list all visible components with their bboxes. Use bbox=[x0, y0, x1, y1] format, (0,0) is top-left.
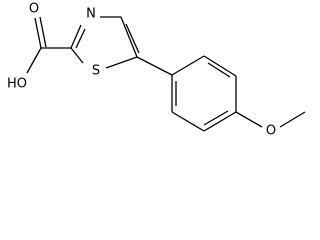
benzene-ring bbox=[171, 55, 237, 132]
atom-label-carbonyl-oxygen: O bbox=[29, 2, 39, 17]
bond-c2-n3 bbox=[70, 24, 82, 49]
carboxylic-acid-group bbox=[26, 16, 71, 74]
bond-c4-c5-inner bbox=[125, 23, 140, 54]
bond-c4-c5 bbox=[120, 16, 138, 58]
bond-carboxyl-c-o-double-inner bbox=[39, 16, 47, 48]
bond-carboxyl-c-oh bbox=[26, 47, 42, 74]
atom-label-hydroxyl: HO bbox=[7, 77, 27, 92]
bond-thiazole-phenyl bbox=[136, 56, 173, 76]
thiazole-ring bbox=[70, 16, 140, 69]
atom-label-nitrogen: N bbox=[86, 7, 96, 22]
bond-c5-s1 bbox=[105, 56, 138, 69]
bond-s1-c2 bbox=[70, 47, 84, 64]
chemical-structure-diagram: N S HO O O bbox=[7, 2, 306, 139]
atom-label-ether-oxygen: O bbox=[266, 124, 276, 139]
atom-label-sulfur: S bbox=[92, 64, 100, 79]
bond-aryl-oxygen bbox=[235, 111, 263, 128]
bond-benz-1-2 bbox=[171, 55, 205, 76]
bond-benz-inner-b bbox=[207, 62, 231, 78]
bond-c2-n3-inner bbox=[75, 28, 86, 49]
bond-carboxyl-c-o-double bbox=[34, 17, 42, 49]
methoxy-group bbox=[235, 111, 306, 128]
bond-benz-inner-c bbox=[203, 110, 229, 126]
bond-benz-2-3 bbox=[203, 55, 237, 77]
bond-benz-5-6 bbox=[171, 111, 205, 132]
bond-oxygen-methyl bbox=[279, 111, 306, 128]
bond-benz-4-5 bbox=[203, 111, 237, 132]
